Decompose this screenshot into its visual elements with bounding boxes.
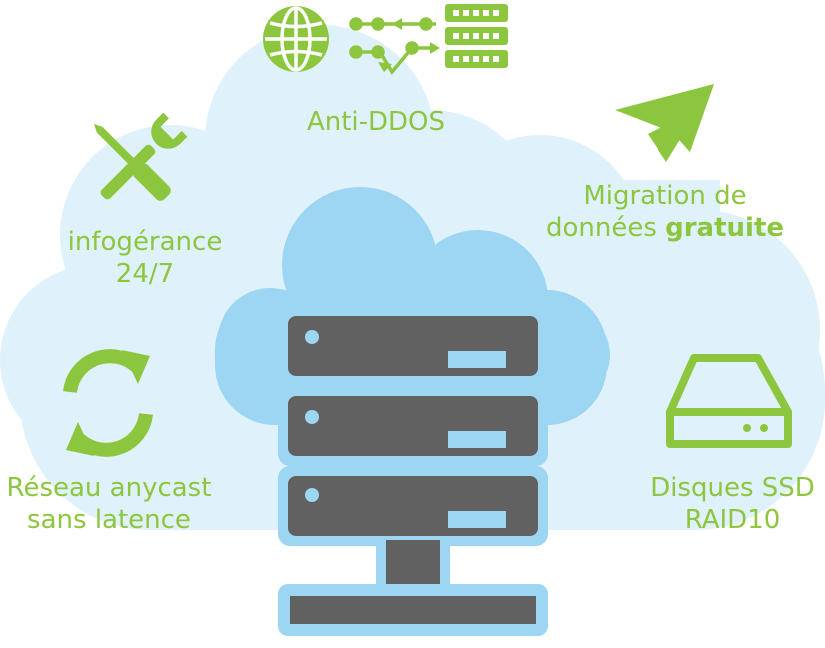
wrench-screwdriver-icon <box>93 112 188 201</box>
cloud-server-icon <box>215 187 610 636</box>
infogerance-line2: 24/7 <box>115 259 175 289</box>
anti-ddos-text: Anti-DDOS <box>306 107 446 137</box>
anycast-line1: Réseau anycast <box>6 473 212 503</box>
hard-drive-icon <box>666 354 792 448</box>
globe-icon <box>263 6 329 72</box>
feature-label-anycast: Réseau anycast sans latence <box>0 472 218 536</box>
server-unit-3 <box>278 466 548 546</box>
infogerance-line1: infogérance <box>67 227 223 257</box>
ssd-line1: Disques SSD <box>650 473 815 503</box>
sync-arrows-icon <box>63 349 153 457</box>
network-connector <box>278 540 548 636</box>
migration-line2: données gratuite <box>520 212 810 244</box>
paper-plane-icon <box>615 84 714 162</box>
network-arrows-icon <box>349 17 440 76</box>
server-unit-1 <box>278 306 548 386</box>
feature-label-ssd: Disques SSD RAID10 <box>640 472 825 536</box>
server-rack-icon <box>445 4 508 68</box>
migration-line2-bold: gratuite <box>665 213 785 243</box>
feature-label-anti-ddos: Anti-DDOS <box>296 106 456 138</box>
migration-line1: Migration de <box>583 181 747 211</box>
feature-label-migration: Migration de données gratuite <box>520 180 810 244</box>
anycast-line2: sans latence <box>27 505 191 535</box>
server-unit-2 <box>278 386 548 466</box>
migration-line2-plain: données <box>545 213 666 243</box>
feature-label-infogerance: infogérance 24/7 <box>40 226 250 290</box>
ssd-line2: RAID10 <box>684 505 781 535</box>
